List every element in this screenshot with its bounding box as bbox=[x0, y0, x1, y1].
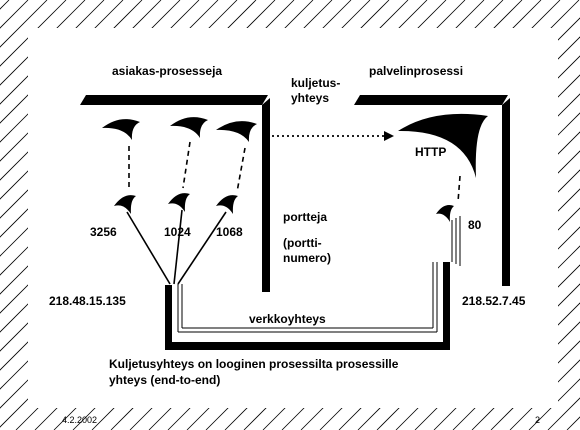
client-host-side-bar bbox=[262, 98, 270, 292]
client-process-2 bbox=[170, 117, 208, 138]
server-ip-label: 218.52.7.45 bbox=[462, 294, 526, 308]
ports-label-line2: (portti- bbox=[283, 236, 322, 250]
footer-date: 4.2.2002 bbox=[62, 415, 98, 425]
server-process bbox=[398, 113, 488, 178]
transport-heading-line2: yhteys bbox=[291, 91, 330, 105]
server-port bbox=[436, 205, 454, 222]
server-port-label: 80 bbox=[468, 218, 482, 232]
client-ip-label: 218.48.15.135 bbox=[49, 294, 126, 308]
hatch-line bbox=[0, 0, 86, 86]
hatch-line bbox=[490, 340, 580, 430]
ports-label-line3: numero) bbox=[283, 251, 331, 265]
footer-page-number: 2 bbox=[535, 415, 541, 425]
server-host-side-bar bbox=[502, 98, 510, 286]
port-network-links bbox=[126, 209, 227, 285]
transport-connection-arrowhead bbox=[384, 131, 394, 141]
client-port-1 bbox=[114, 195, 136, 214]
client-process-3 bbox=[216, 121, 257, 142]
client-ports bbox=[114, 193, 238, 214]
server-heading: palvelinprosessi bbox=[369, 64, 464, 78]
client-port-label-3: 1068 bbox=[216, 225, 243, 239]
server-host-top-bar bbox=[354, 95, 508, 105]
server-port-network-links bbox=[451, 216, 461, 266]
client-port-2 bbox=[168, 193, 190, 212]
client-host-top-bar bbox=[80, 95, 268, 105]
client-port-label-1: 3256 bbox=[90, 225, 117, 239]
server-protocol-label: HTTP bbox=[415, 145, 447, 159]
caption-line1: Kuljetusyhteys on looginen prosessilta p… bbox=[109, 357, 399, 371]
client-port-3 bbox=[216, 195, 238, 214]
client-port-label-2: 1024 bbox=[164, 225, 191, 239]
network-label: verkkoyhteys bbox=[249, 312, 326, 326]
transport-heading-line1: kuljetus- bbox=[291, 76, 341, 90]
client-processes bbox=[102, 117, 257, 142]
process-port-links bbox=[128, 141, 461, 203]
caption-line2: yhteys (end-to-end) bbox=[109, 373, 221, 387]
client-heading: asiakas-prosesseja bbox=[112, 64, 223, 78]
client-process-1 bbox=[102, 119, 140, 140]
ports-label-line1: portteja bbox=[283, 210, 328, 224]
